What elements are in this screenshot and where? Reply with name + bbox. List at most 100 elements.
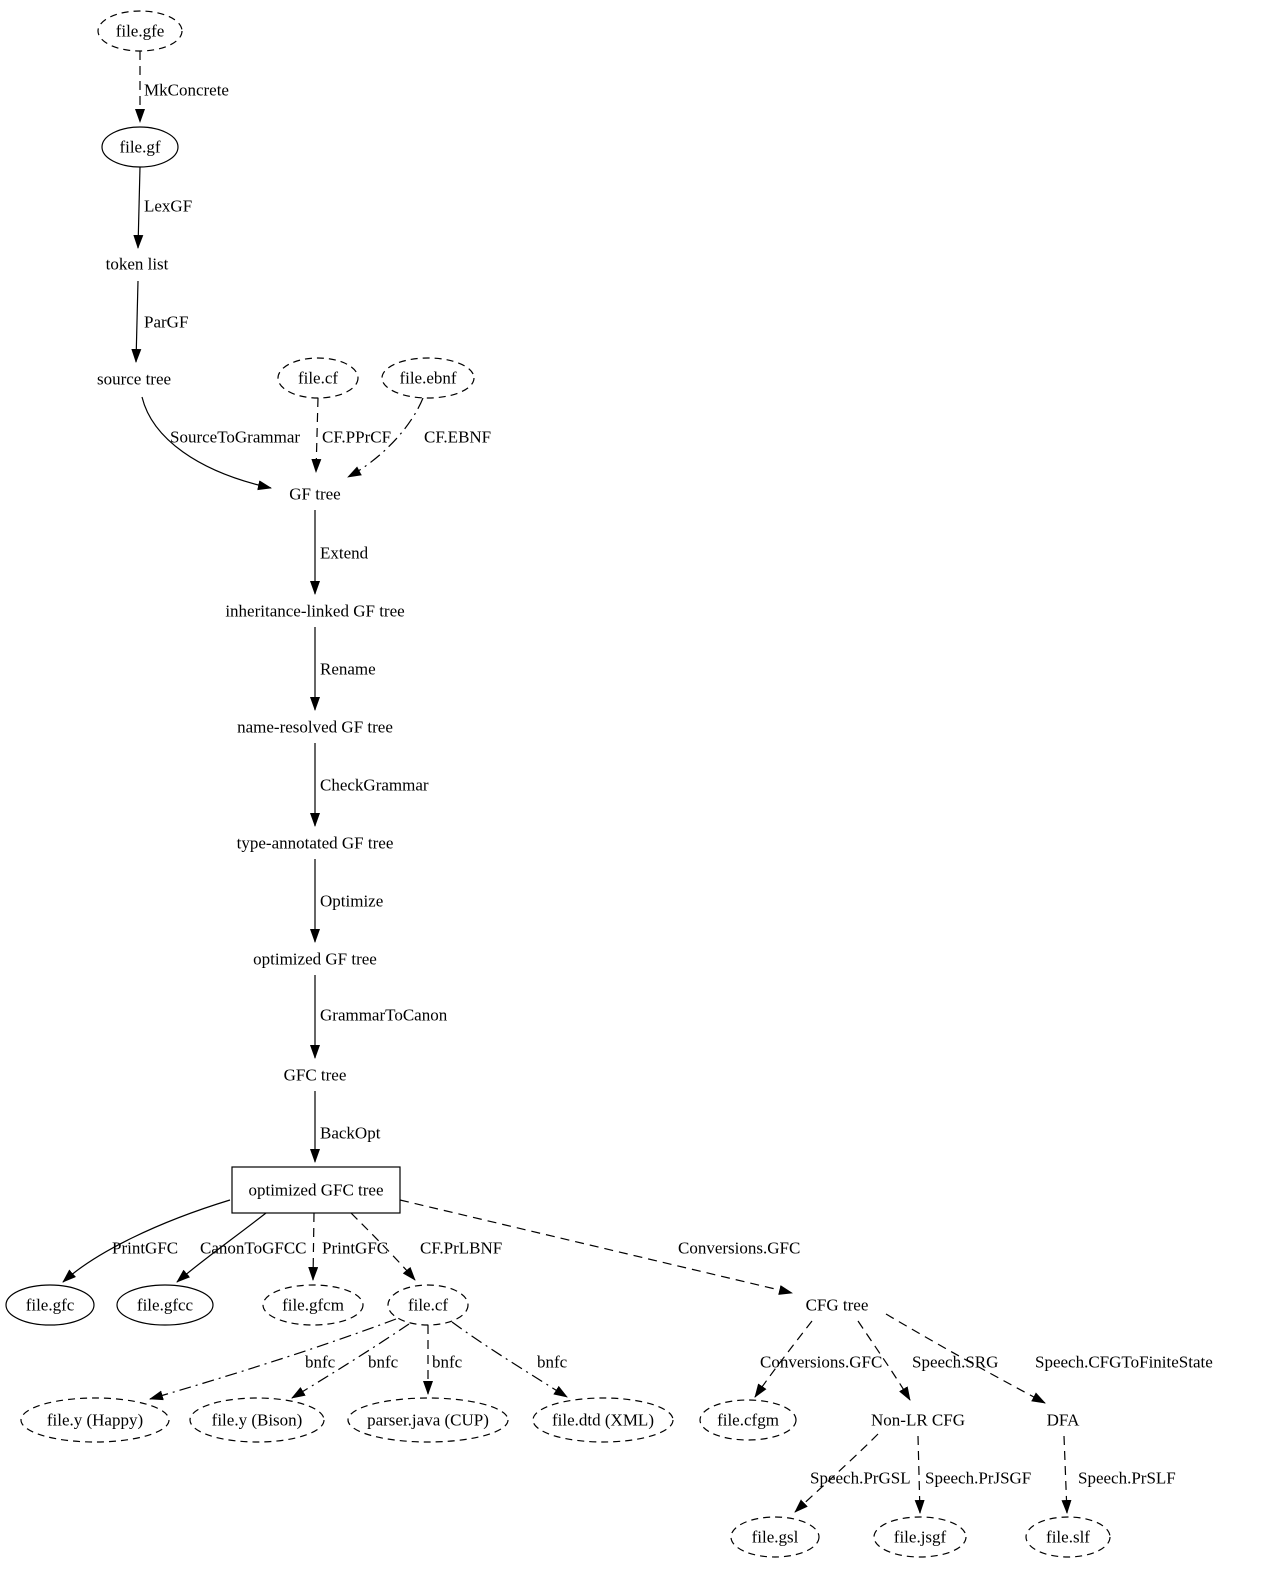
edge-label-cfg-tree-to-non-lr-cfg: Speech.SRG — [912, 1353, 998, 1372]
node-source-tree: source tree — [97, 370, 171, 389]
node-file-gfcc: file.gfcc — [116, 1284, 214, 1326]
node-label-token-list: token list — [106, 255, 169, 274]
node-file-cf-in: file.cf — [277, 357, 359, 399]
edge-label-file-cf-out-to-file-y-happy: bnfc — [305, 1353, 336, 1372]
node-file-dtd-xml: file.dtd (XML) — [532, 1397, 674, 1443]
node-shape-file-jsgf — [873, 1516, 967, 1558]
node-label-name-gf-tree: name-resolved GF tree — [237, 718, 393, 737]
node-shape-file-gfe — [97, 10, 183, 52]
edge-cfg-tree-to-file-cfgm — [754, 1320, 813, 1398]
node-label-opt-gf-tree: optimized GF tree — [253, 950, 377, 969]
node-label-gfc-tree: GFC tree — [284, 1066, 347, 1085]
edge-opt-gfc-tree-to-file-cf-out — [350, 1212, 416, 1281]
node-shape-file-slf — [1025, 1516, 1111, 1558]
edge-dfa-to-file-slf — [1061, 1435, 1072, 1514]
edge-label-name-gf-tree-to-type-gf-tree: CheckGrammar — [320, 776, 429, 795]
node-gf-tree: GF tree — [289, 485, 340, 504]
edge-source-tree-to-gf-tree — [141, 396, 272, 491]
node-shape-file-gfc — [5, 1284, 95, 1326]
node-file-gsl: file.gsl — [730, 1516, 820, 1558]
node-label-file-gsl: file.gsl — [752, 1528, 799, 1547]
node-label-file-dtd-xml: file.dtd (XML) — [552, 1411, 654, 1430]
node-label-file-cfgm: file.cfgm — [717, 1411, 779, 1430]
node-label-opt-gfc-tree: optimized GFC tree — [248, 1181, 383, 1200]
edge-label-cfg-tree-to-dfa: Speech.CFGToFiniteState — [1035, 1353, 1213, 1372]
edge-cfg-tree-to-dfa — [885, 1313, 1046, 1404]
edge-label-source-tree-to-gf-tree: SourceToGrammar — [170, 428, 300, 447]
node-label-file-gf: file.gf — [119, 138, 160, 157]
node-label-cfg-tree: CFG tree — [806, 1296, 869, 1315]
edge-label-file-gf-to-token-list: LexGF — [144, 197, 192, 216]
node-file-cfgm: file.cfgm — [699, 1399, 797, 1441]
node-file-y-happy: file.y (Happy) — [20, 1397, 170, 1443]
node-non-lr-cfg: Non-LR CFG — [871, 1411, 965, 1430]
edge-label-gf-tree-to-inh-gf-tree: Extend — [320, 544, 369, 563]
node-label-file-jsgf: file.jsgf — [894, 1528, 947, 1547]
edge-label-cfg-tree-to-file-cfgm: Conversions.GFC — [760, 1353, 882, 1372]
node-shape-file-y-happy — [20, 1397, 170, 1443]
node-dfa: DFA — [1047, 1411, 1080, 1430]
node-shape-file-y-bison — [189, 1397, 325, 1443]
edge-label-non-lr-cfg-to-file-jsgf: Speech.PrJSGF — [925, 1469, 1031, 1488]
node-label-parser-java-cup: parser.java (CUP) — [367, 1411, 489, 1430]
edge-label-opt-gfc-tree-to-file-cf-out: CF.PrLBNF — [420, 1239, 502, 1258]
edge-label-opt-gfc-tree-to-file-gfcm: PrintGFC — [322, 1239, 388, 1258]
edge-label-inh-gf-tree-to-name-gf-tree: Rename — [320, 660, 376, 679]
node-inh-gf-tree: inheritance-linked GF tree — [225, 602, 404, 621]
node-shape-file-cf-in — [277, 357, 359, 399]
edge-label-dfa-to-file-slf: Speech.PrSLF — [1078, 1469, 1176, 1488]
edge-non-lr-cfg-to-file-gsl — [794, 1433, 879, 1513]
node-shape-file-ebnf — [381, 357, 475, 399]
node-shape-parser-java-cup — [347, 1397, 509, 1443]
node-file-gfc: file.gfc — [5, 1284, 95, 1326]
node-gfc-tree: GFC tree — [284, 1066, 347, 1085]
node-file-slf: file.slf — [1025, 1516, 1111, 1558]
edge-label-file-cf-out-to-file-y-bison: bnfc — [368, 1353, 399, 1372]
node-parser-java-cup: parser.java (CUP) — [347, 1397, 509, 1443]
edge-file-cf-out-to-file-y-bison — [291, 1323, 410, 1399]
node-label-file-cf-in: file.cf — [298, 369, 338, 388]
edge-label-file-cf-in-to-gf-tree: CF.PPrCF — [322, 428, 391, 447]
node-shape-file-cf-out — [387, 1284, 469, 1326]
node-shape-file-dtd-xml — [532, 1397, 674, 1443]
edge-label-opt-gfc-tree-to-file-gfcc: CanonToGFCC — [200, 1239, 307, 1258]
edge-file-gf-to-token-list — [133, 166, 144, 249]
edge-opt-gfc-tree-to-cfg-tree — [399, 1199, 793, 1295]
node-shape-opt-gfc-tree — [231, 1166, 401, 1214]
edge-label-token-list-to-source-tree: ParGF — [144, 313, 188, 332]
edge-token-list-to-source-tree — [131, 280, 142, 363]
node-file-gfe: file.gfe — [97, 10, 183, 52]
node-label-file-ebnf: file.ebnf — [399, 369, 456, 388]
edge-label-opt-gf-tree-to-gfc-tree: GrammarToCanon — [320, 1006, 448, 1025]
node-shape-file-gf — [101, 126, 179, 168]
edge-label-opt-gfc-tree-to-cfg-tree: Conversions.GFC — [678, 1239, 800, 1258]
node-label-file-gfcm: file.gfcm — [282, 1296, 344, 1315]
node-label-type-gf-tree: type-annotated GF tree — [237, 834, 394, 853]
edge-cfg-tree-to-non-lr-cfg — [857, 1320, 911, 1401]
node-label-file-y-happy: file.y (Happy) — [47, 1411, 143, 1430]
node-type-gf-tree: type-annotated GF tree — [237, 834, 394, 853]
edge-non-lr-cfg-to-file-jsgf — [914, 1435, 925, 1514]
edge-label-file-ebnf-to-gf-tree: CF.EBNF — [424, 428, 491, 447]
node-label-source-tree: source tree — [97, 370, 171, 389]
node-opt-gf-tree: optimized GF tree — [253, 950, 377, 969]
edge-label-opt-gfc-tree-to-file-gfc: PrintGFC — [112, 1239, 178, 1258]
node-name-gf-tree: name-resolved GF tree — [237, 718, 393, 737]
node-shape-file-gfcm — [262, 1284, 364, 1326]
nodes-layer: file.gfe file.gf token list source tree file… — [5, 10, 1111, 1558]
edge-opt-gfc-tree-to-file-gfcm — [308, 1212, 319, 1281]
node-label-file-y-bison: file.y (Bison) — [212, 1411, 303, 1430]
edge-file-cf-in-to-gf-tree — [311, 397, 322, 473]
node-shape-file-gfcc — [116, 1284, 214, 1326]
edge-label-non-lr-cfg-to-file-gsl: Speech.PrGSL — [810, 1469, 911, 1488]
edge-label-type-gf-tree-to-opt-gf-tree: Optimize — [320, 892, 383, 911]
edge-label-gfc-tree-to-opt-gfc-tree: BackOpt — [320, 1124, 381, 1143]
edge-file-cf-out-to-file-dtd-xml — [451, 1321, 568, 1398]
edge-opt-gfc-tree-to-file-gfcc — [176, 1212, 267, 1283]
edge-label-file-gfe-to-file-gf: MkConcrete — [144, 81, 229, 100]
node-file-gfcm: file.gfcm — [262, 1284, 364, 1326]
node-file-gf: file.gf — [101, 126, 179, 168]
edge-file-cf-out-to-file-y-happy — [149, 1318, 397, 1401]
node-label-file-gfc: file.gfc — [26, 1296, 75, 1315]
